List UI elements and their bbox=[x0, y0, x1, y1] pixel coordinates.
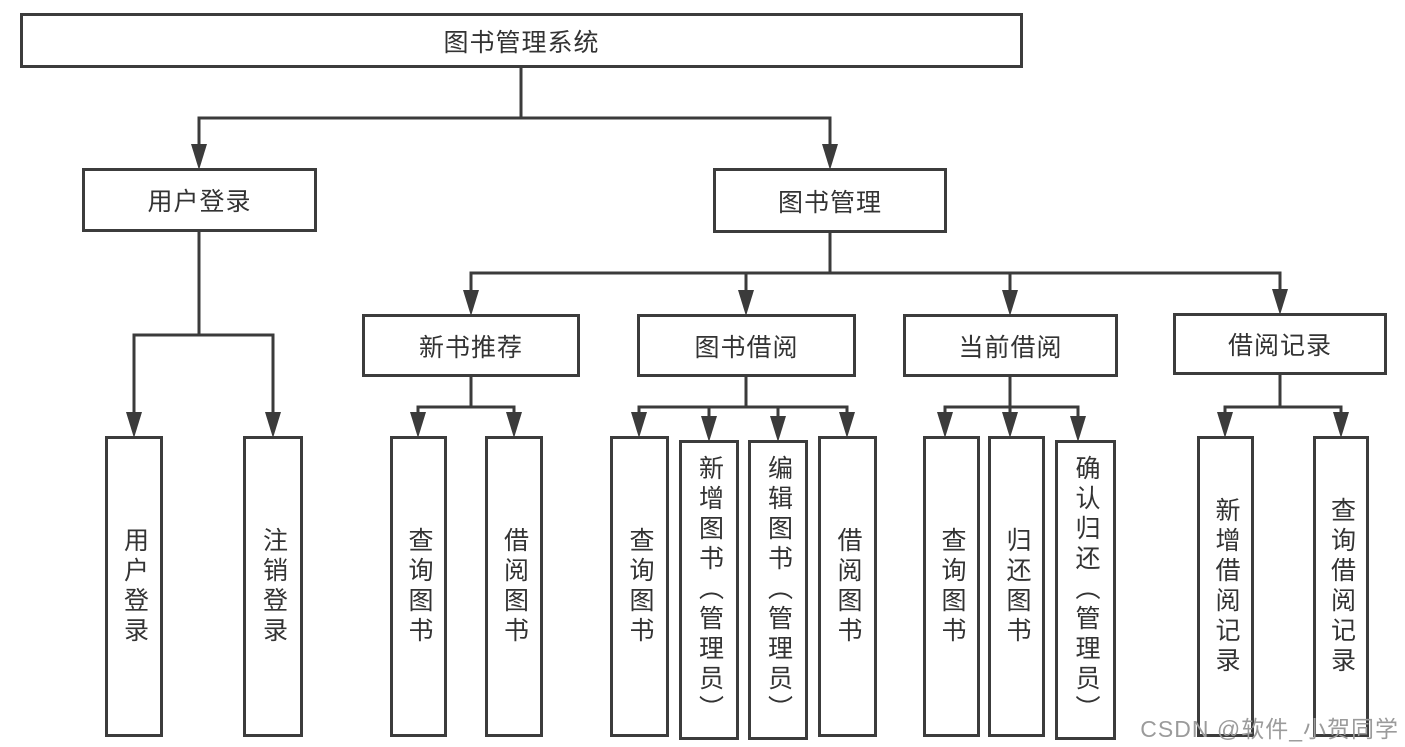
node-root-label: 图书管理系统 bbox=[443, 28, 600, 57]
leaf-query-borrow-record-label: 查询借阅记录 bbox=[1327, 496, 1356, 677]
node-book-management-label: 图书管理 bbox=[777, 188, 882, 217]
leaf-edit-books-admin-label: 编辑图书（管理员） bbox=[764, 455, 793, 725]
leaf-add-borrow-record: 新增借阅记录 bbox=[1197, 436, 1254, 737]
leaf-query-books-borrow-label: 查询图书 bbox=[626, 526, 654, 647]
node-user-login: 用户登录 bbox=[82, 168, 317, 232]
node-book-borrow-label: 图书借阅 bbox=[694, 333, 799, 362]
arrowhead-leaf-user-login bbox=[126, 412, 142, 438]
leaf-query-books-borrow: 查询图书 bbox=[610, 436, 669, 737]
leaf-borrow-books-recommend: 借阅图书 bbox=[485, 436, 543, 737]
leaf-return-books: 归还图书 bbox=[988, 436, 1045, 737]
arrowhead-book-management bbox=[822, 144, 838, 170]
arrowhead-return-books bbox=[1002, 412, 1018, 438]
leaf-add-borrow-record-label: 新增借阅记录 bbox=[1212, 496, 1240, 677]
node-user-login-label: 用户登录 bbox=[147, 188, 252, 216]
leaf-query-books-current-label: 查询图书 bbox=[938, 526, 966, 647]
node-current-borrow-label: 当前借阅 bbox=[958, 333, 1063, 362]
arrowhead-new-book-recommend bbox=[463, 290, 479, 316]
node-current-borrow: 当前借阅 bbox=[903, 314, 1118, 377]
leaf-add-books-admin-label: 新增图书（管理员） bbox=[695, 455, 724, 725]
arrowhead-borrow-books bbox=[839, 412, 855, 438]
arrowhead-query-books-borrow bbox=[631, 412, 647, 438]
leaf-borrow-books-recommend-label: 借阅图书 bbox=[500, 526, 529, 647]
arrowhead-leaf-logout bbox=[265, 412, 281, 438]
node-borrow-records-label: 借阅记录 bbox=[1227, 332, 1332, 360]
csdn-watermark: CSDN @软件_小贺同学 bbox=[1140, 716, 1399, 742]
leaf-confirm-return-admin-label: 确认归还（管理员） bbox=[1072, 455, 1100, 725]
arrowhead-confirm-return-admin bbox=[1070, 416, 1086, 442]
arrowhead-borrow-books-recommend bbox=[506, 412, 522, 438]
leaf-query-books-recommend-label: 查询图书 bbox=[405, 526, 433, 647]
node-new-book-recommend: 新书推荐 bbox=[362, 314, 580, 377]
leaf-add-books-admin: 新增图书（管理员） bbox=[679, 440, 739, 740]
leaf-borrow-books-label: 借阅图书 bbox=[834, 526, 862, 647]
leaf-confirm-return-admin: 确认归还（管理员） bbox=[1055, 440, 1116, 740]
arrowhead-book-borrow bbox=[738, 290, 754, 316]
leaf-return-books-label: 归还图书 bbox=[1003, 526, 1031, 647]
leaf-user-login: 用户登录 bbox=[105, 436, 163, 737]
leaf-edit-books-admin: 编辑图书（管理员） bbox=[748, 440, 808, 740]
node-book-borrow: 图书借阅 bbox=[637, 314, 856, 377]
node-borrow-records: 借阅记录 bbox=[1173, 313, 1387, 375]
leaf-logout: 注销登录 bbox=[243, 436, 303, 737]
node-new-book-recommend-label: 新书推荐 bbox=[418, 333, 523, 362]
arrowhead-current-borrow bbox=[1002, 290, 1018, 316]
leaf-query-books-recommend: 查询图书 bbox=[390, 436, 447, 737]
arrowhead-add-borrow-record bbox=[1217, 412, 1233, 438]
arrowhead-edit-books-admin bbox=[770, 416, 786, 442]
arrowhead-add-books-admin bbox=[701, 416, 717, 442]
leaf-logout-label: 注销登录 bbox=[259, 526, 288, 647]
arrowhead-query-books-current bbox=[937, 412, 953, 438]
leaf-user-login-label: 用户登录 bbox=[120, 526, 149, 647]
node-root: 图书管理系统 bbox=[20, 13, 1023, 68]
leaf-query-borrow-record: 查询借阅记录 bbox=[1313, 436, 1369, 737]
arrowhead-query-books-recommend bbox=[410, 412, 426, 438]
leaf-borrow-books: 借阅图书 bbox=[818, 436, 877, 737]
arrowhead-user-login bbox=[191, 144, 207, 170]
leaf-query-books-current: 查询图书 bbox=[923, 436, 980, 737]
arrowhead-query-borrow-record bbox=[1333, 412, 1349, 438]
node-book-management: 图书管理 bbox=[713, 168, 947, 233]
arrowhead-borrow-records bbox=[1272, 289, 1288, 315]
